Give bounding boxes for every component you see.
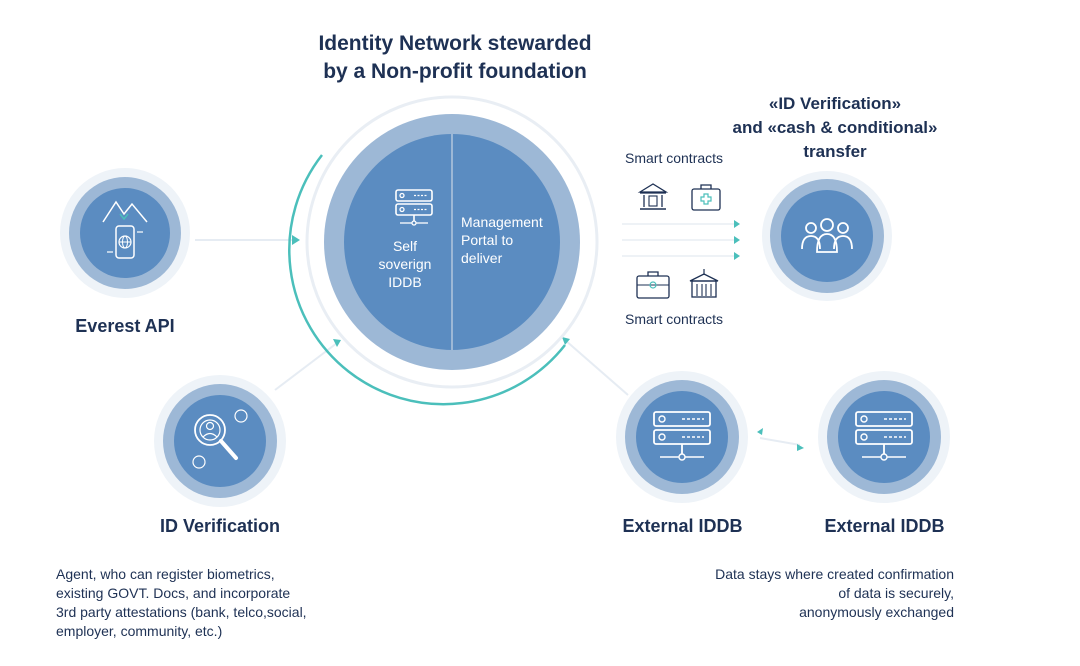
transfer-title: «ID Verification» and «cash & conditiona…: [700, 92, 970, 164]
page-title: Identity Network stewarded by a Non-prof…: [270, 30, 640, 86]
id-note-line-4: employer, community, etc.): [56, 623, 223, 639]
id-note-line-1: Agent, who can register biometrics,: [56, 566, 275, 582]
government-building-icon: [689, 269, 719, 298]
title-line-1: Identity Network stewarded: [318, 32, 592, 55]
central-left-line-2: soverign: [378, 256, 432, 272]
medical-case-icon: [691, 184, 721, 211]
central-left-line-3: IDDB: [388, 274, 422, 290]
data-note-line-1: Data stays where created confirmation: [715, 566, 954, 582]
iddb-link: [759, 437, 801, 446]
magnifier-person-icon: [192, 409, 248, 469]
bank-icon: [637, 183, 669, 210]
flow-arrow-3: [734, 252, 740, 260]
central-network-circle: [288, 95, 599, 406]
id-verification-label: ID Verification: [159, 516, 281, 536]
data-note: Data stays where created confirmation of…: [660, 565, 954, 622]
flow-arrow-1: [734, 220, 740, 228]
smart-contracts-bottom: Smart contracts: [625, 311, 724, 327]
everest-arrow: [292, 235, 300, 245]
central-right-line-2: Portal to: [461, 232, 514, 248]
mobile-globe-icon: [102, 200, 148, 259]
central-right-line-1: Management: [461, 214, 543, 230]
server-icon: [653, 411, 711, 461]
external-iddb-2-circle: [818, 371, 950, 503]
transfer-title-line-3: transfer: [803, 142, 867, 161]
everest-circle: [60, 168, 190, 298]
external-iddb-1-circle: [616, 371, 748, 503]
id-verification-note: Agent, who can register biometrics, exis…: [56, 565, 376, 641]
external-arrow: [562, 337, 570, 345]
iddb-link-arrow-left: [757, 428, 763, 435]
central-left-line-1: Self: [392, 238, 418, 254]
users-group-icon: [801, 218, 853, 253]
id-verification-circle: [154, 375, 286, 507]
flow-arrow-2: [734, 236, 740, 244]
briefcase-icon: [636, 271, 670, 299]
external-connector: [564, 339, 629, 396]
everest-api-label: Everest API: [75, 316, 175, 336]
idverif-arrow: [333, 339, 341, 347]
id-note-line-2: existing GOVT. Docs, and incorporate: [56, 585, 291, 601]
central-right-text: Management Portal to deliver: [461, 213, 561, 267]
transfer-title-line-1: «ID Verification»: [768, 94, 902, 113]
server-icon: [395, 189, 433, 226]
connectors: [195, 220, 804, 451]
external-iddb-1-label: External IDDB: [622, 516, 743, 536]
transfer-title-line-2: and «cash & conditional»: [732, 118, 938, 137]
title-line-2: by a Non-profit foundation: [323, 60, 587, 83]
server-icon: [855, 411, 913, 461]
id-note-line-3: 3rd party attestations (bank, telco,soci…: [56, 604, 307, 620]
smart-contracts-top: Smart contracts: [625, 150, 724, 166]
group-circle: [762, 171, 892, 301]
central-left-text: Self soverign IDDB: [370, 237, 440, 291]
central-accent-arc: [288, 154, 566, 406]
data-note-line-2: of data is securely,: [838, 585, 954, 601]
central-right-line-3: deliver: [461, 250, 503, 266]
iddb-link-arrow-right: [797, 444, 804, 451]
data-note-line-3: anonymously exchanged: [799, 604, 954, 620]
external-iddb-2-label: External IDDB: [824, 516, 945, 536]
